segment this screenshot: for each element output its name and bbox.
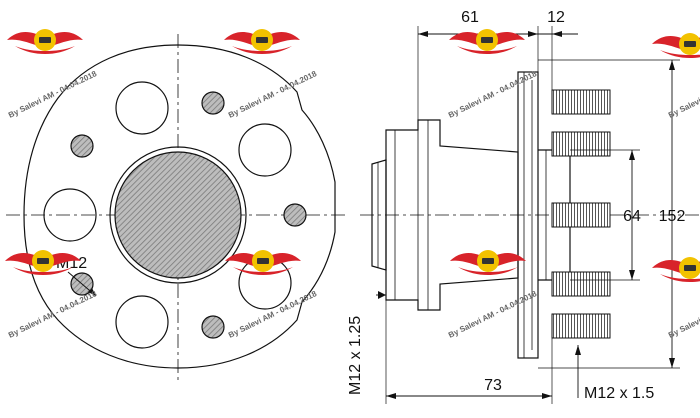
hub-bore	[114, 151, 242, 279]
stud-hole	[201, 91, 225, 115]
watermark-label: By Salevi AM - 04.04.2018	[7, 69, 99, 120]
dim-inner: 64	[623, 208, 641, 225]
watermark-label: By Salevi AM - 04.04.2018	[447, 69, 539, 120]
dim-top-right: 12	[547, 9, 565, 26]
wheel-studs	[551, 89, 611, 339]
wheel-stud	[551, 313, 611, 339]
stud-hole	[70, 134, 94, 158]
dimension-arrows	[378, 31, 675, 399]
large-hole	[115, 81, 169, 135]
watermark-label: By Salevi AM - 04.04.2018	[227, 69, 319, 120]
dim-bottom: 73	[484, 377, 502, 394]
dim-thread-left: M12 x 1.25	[347, 316, 364, 395]
wheel-stud	[551, 271, 611, 297]
wheel-stud	[551, 202, 611, 228]
dim-outer: 152	[659, 208, 686, 225]
side-view	[360, 71, 700, 359]
flange-plate	[517, 71, 539, 359]
watermark-label: By Salevi AM - 04.04.2018	[227, 289, 319, 340]
large-hole	[43, 188, 97, 242]
large-hole	[238, 123, 292, 177]
front-view	[6, 34, 348, 384]
wheel-stud	[551, 131, 611, 157]
watermark-label: By Salevi AM - 04.04.2018	[447, 289, 539, 340]
dim-top-left: 61	[461, 9, 479, 26]
dimension-lines	[376, 26, 680, 404]
large-hole	[115, 295, 169, 349]
watermark-label: By Salevi AM - 04.04.2018	[7, 289, 99, 340]
dim-thread-bottom: M12 x 1.5	[584, 385, 654, 402]
stud-hole	[201, 315, 225, 339]
wheel-stud	[551, 89, 611, 115]
stud-hole	[283, 203, 307, 227]
hub-bore-ring	[109, 146, 247, 284]
